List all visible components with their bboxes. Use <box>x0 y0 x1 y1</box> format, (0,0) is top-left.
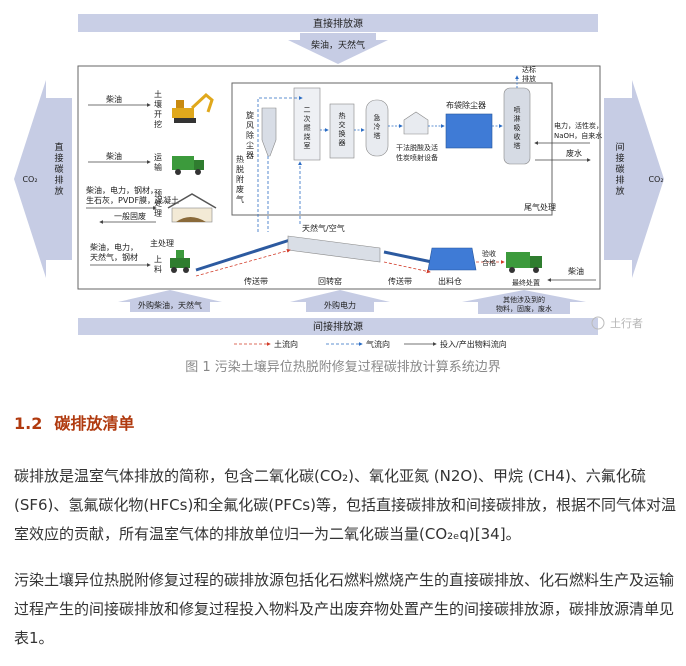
watermark-text: 土行者 <box>610 317 643 330</box>
dry-injection-icon <box>403 111 429 135</box>
bottom-middle-label: 外购电力 <box>324 300 356 310</box>
stage-feed: 上料 <box>154 255 162 274</box>
figure-svg: 直接排放源 柴油，天然气 直接碳排放 CO₂ 间接碳排放 CO₂ 尾气处理 柴油… <box>14 14 664 349</box>
heat-ex-label: 热交换器 <box>339 111 346 147</box>
secondary-chamber-icon <box>293 87 321 161</box>
top-band-label: 直接排放源 <box>313 17 363 30</box>
top-band <box>78 14 598 32</box>
accept-label: 验收合格 <box>482 249 496 267</box>
right-indirect-emission-arrow <box>604 80 664 278</box>
outlet-bin-icon <box>427 247 477 271</box>
stage-main: 主处理 <box>150 238 174 248</box>
watermark-icon <box>591 316 605 330</box>
paragraph-2: 污染土壤异位热脱附修复过程的碳排放源包括化石燃料燃烧产生的直接碳排放、化石燃料生… <box>14 571 675 647</box>
diesel-input-1: 柴油 <box>106 94 122 104</box>
final-label: 最终处置 <box>512 278 540 287</box>
diesel-input-3: 柴油 <box>568 266 584 276</box>
cyclone-icon <box>261 107 277 157</box>
bottom-arrow-right <box>462 290 586 314</box>
wastewater-label: 废水 <box>566 148 582 158</box>
left-side-label: 直接碳排放 <box>54 141 63 197</box>
bottom-arrow-left <box>118 290 222 312</box>
stage-pretreat: 预处理 <box>154 188 162 218</box>
top-down-arrow <box>288 33 388 64</box>
rotary-kiln-icon <box>287 235 381 263</box>
pretreat-shed-icon <box>167 193 217 223</box>
left-direct-emission-arrow <box>14 80 72 278</box>
stage-excavate: 土壤开挖 <box>154 89 162 129</box>
bottom-arrow-middle <box>290 290 390 312</box>
loader-icon <box>170 250 190 273</box>
legend-gas: 气流向 <box>366 339 390 349</box>
truck-icon-2 <box>506 252 542 273</box>
waste-output: 一般固废 <box>114 211 146 221</box>
kiln-label: 回转窑 <box>318 276 342 286</box>
section-heading: 1.2 碳排放清单 <box>14 410 134 434</box>
tail-label: 尾气处理 <box>524 202 556 212</box>
conveyor-2-label: 传送带 <box>388 276 412 286</box>
bottom-right-label: 其他涉及到的物料，固废，废水 <box>496 295 552 313</box>
conveyor-2-icon <box>383 250 433 264</box>
gas-in-label: 天然气/空气 <box>302 223 345 233</box>
section-number: 1.2 <box>14 414 43 433</box>
energy-input: 柴油，电力，天然气，钢材 <box>90 242 138 262</box>
cyclone-label: 旋风除尘器 <box>246 110 254 160</box>
bag-filter-icon <box>445 113 493 149</box>
legend-soil: 土流向 <box>274 339 298 349</box>
absorb-label: 喷淋吸收塔 <box>514 105 521 150</box>
outlet-label: 出料仓 <box>438 276 462 286</box>
top-input-label: 柴油，天然气 <box>311 39 365 51</box>
co2-left: CO₂ <box>22 175 37 184</box>
legend-input: 投入/产出物料流向 <box>440 339 507 349</box>
materials-input: 柴油，电力，钢材，生石灰，PVDF膜，混凝土 <box>86 185 179 205</box>
bottom-left-label: 外购柴油，天然气 <box>138 300 202 310</box>
bag-label: 布袋除尘器 <box>446 100 486 110</box>
dry-label: 干法脱酸及活性炭喷射设备 <box>396 143 438 162</box>
exhaust-label: 热脱附废气 <box>236 154 244 204</box>
conveyor-1-label: 传送带 <box>244 276 268 286</box>
heat-exchanger-icon <box>329 103 355 159</box>
excavator-icon <box>172 93 214 123</box>
figure-caption: 图 1 污染土壤异位热脱附修复过程碳排放计算系统边界 <box>185 360 501 375</box>
right-side-label: 间接碳排放 <box>615 141 624 197</box>
paragraph-1: 碳排放是温室气体排放的简称，包含二氧化碳(CO₂)、氧化亚氮 (N2O)、甲烷 … <box>14 467 676 543</box>
secondary-label: 二次燃烧室 <box>304 106 311 150</box>
quench-label: 急冷塔 <box>374 113 381 140</box>
diesel-input-2: 柴油 <box>106 151 122 161</box>
co2-right: CO₂ <box>648 175 663 184</box>
emit-label: 达标排放 <box>522 65 536 83</box>
section-title: 碳排放清单 <box>54 414 135 433</box>
system-boundary-figure: 直接排放源 柴油，天然气 直接碳排放 CO₂ 间接碳排放 CO₂ 尾气处理 柴油… <box>14 14 664 349</box>
stage-transport: 运输 <box>154 153 162 172</box>
tail-gas-box <box>231 82 553 216</box>
bottom-band <box>78 318 598 335</box>
bottom-band-label: 间接排放源 <box>313 320 363 333</box>
system-boundary <box>77 65 601 290</box>
conveyor-1-icon <box>195 238 291 272</box>
truck-icon-1 <box>172 156 204 175</box>
chem-input-label: 电力，活性炭，NaOH，自来水 <box>554 121 603 140</box>
quench-tower-icon <box>365 99 389 157</box>
